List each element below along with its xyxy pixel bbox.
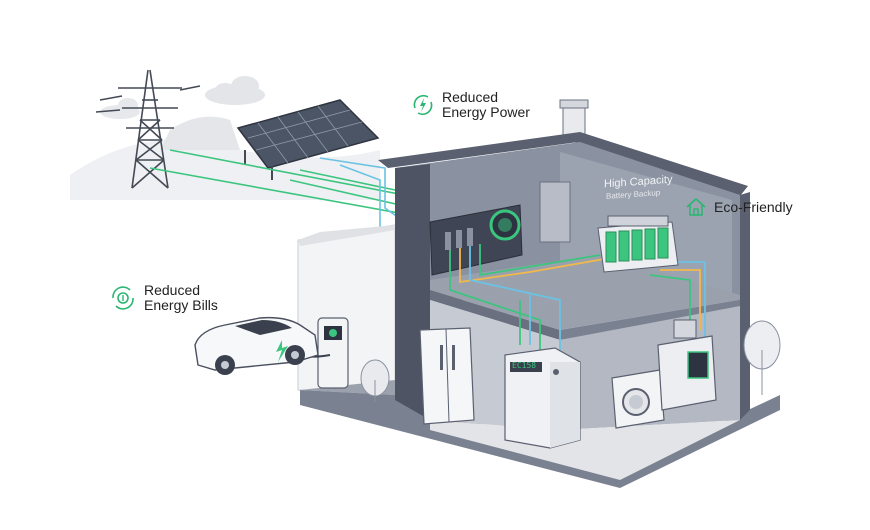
refrigerator <box>419 327 475 425</box>
eco-friendly-text: Eco-Friendly <box>714 198 793 215</box>
ground-haze <box>70 116 380 200</box>
reduced-energy-bills-line1: Reduced <box>144 282 201 298</box>
coin-cycle-icon <box>108 284 138 312</box>
washing-machine <box>611 369 665 429</box>
reduced-energy-power-line2: Energy Power <box>442 104 530 120</box>
reduced-energy-bills-label: Reduced Energy Bills <box>108 283 218 313</box>
home-battery-unit <box>504 347 581 449</box>
house-icon <box>684 196 708 218</box>
electric-car <box>194 316 319 375</box>
eco-friendly-label: Eco-Friendly <box>684 196 793 218</box>
reduced-energy-power-line1: Reduced <box>442 89 499 105</box>
ev-charger <box>306 317 349 389</box>
inverter-unit <box>429 204 523 276</box>
battery-bank <box>597 215 679 273</box>
cloud <box>205 76 265 105</box>
reduced-energy-power-label: Reduced Energy Power <box>410 90 530 120</box>
lightning-cycle-icon <box>410 92 436 118</box>
solar-panel <box>236 99 380 180</box>
home-battery-display: EC158 <box>512 361 537 370</box>
tree <box>360 359 390 402</box>
car-lightning-icon <box>276 340 288 362</box>
tree <box>743 320 781 395</box>
power-tower <box>95 69 201 189</box>
house-energy-lines <box>449 244 706 350</box>
smart-controller <box>657 319 717 411</box>
reduced-energy-bills-line2: Energy Bills <box>144 297 218 313</box>
